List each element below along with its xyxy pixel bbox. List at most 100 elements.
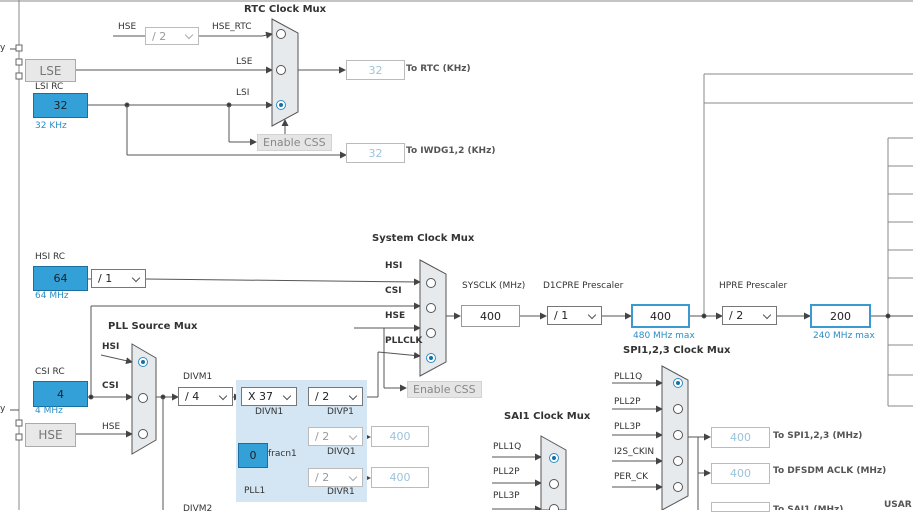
- spi-mux-perck-radio[interactable]: [673, 482, 683, 492]
- sai-mux-pll3p-radio[interactable]: [549, 504, 559, 510]
- spi-output: 400: [711, 427, 770, 448]
- dfsdm-output-label: To DFSDM ACLK (MHz): [773, 466, 887, 476]
- rtc-lsi-label: LSI: [236, 88, 250, 98]
- rtc-enable-css-button[interactable]: Enable CSS: [257, 134, 332, 151]
- hsi-rc-source[interactable]: 64: [33, 266, 88, 291]
- sai-input-pll3p: PLL3P: [493, 491, 520, 501]
- spi-mux-i2s-radio[interactable]: [673, 456, 683, 466]
- pll-mux-csi-radio[interactable]: [138, 393, 148, 403]
- divm1-label: DIVM1: [183, 372, 213, 382]
- spi-mux-pll2p-radio[interactable]: [673, 404, 683, 414]
- pll-mux-hsi-label: HSI: [102, 342, 120, 352]
- divq1-value: / 2: [315, 430, 330, 443]
- edge-text-top: y: [0, 43, 6, 53]
- usart-label: USAR: [884, 500, 912, 510]
- spi-input-pll3p: PLL3P: [614, 422, 641, 432]
- lse-source[interactable]: LSE: [25, 59, 76, 82]
- rtc-mux-title: RTC Clock Mux: [244, 4, 327, 15]
- fracn1-label: fracn1: [268, 449, 297, 459]
- d1-max-label: 480 MHz max: [633, 331, 695, 341]
- spi-input-i2s-ckin: I2S_CKIN: [614, 447, 655, 457]
- lsi-rc-source[interactable]: 32: [33, 93, 88, 118]
- sys-mux-hse-radio[interactable]: [426, 328, 436, 338]
- sys-mux-csi-radio[interactable]: [426, 303, 436, 313]
- pll-mux-hsi-radio[interactable]: [138, 357, 148, 367]
- sys-mux-pllclk-radio[interactable]: [426, 353, 436, 363]
- chevron-down-icon: [348, 391, 358, 400]
- divr1-select[interactable]: / 2: [308, 468, 363, 487]
- hse-wire-label: HSE: [102, 422, 121, 432]
- spi-mux-pll1q-radio[interactable]: [673, 378, 683, 388]
- to-rtc-label: To RTC (KHz): [406, 64, 471, 74]
- sai1-clock-mux-title: SAI1 Clock Mux: [504, 411, 591, 422]
- hpre-label: HPRE Prescaler: [719, 281, 788, 291]
- pll-mux-hse-radio[interactable]: [138, 429, 148, 439]
- sysclk-output: 400: [461, 305, 520, 327]
- pll1-label: PLL1: [244, 486, 266, 496]
- rtc-mux-hse-radio[interactable]: [276, 29, 286, 39]
- divn1-select[interactable]: X 37: [241, 387, 297, 406]
- d1cpre-value: / 1: [554, 309, 569, 322]
- hsi-divider-value: / 1: [98, 272, 113, 285]
- divp1-value: / 2: [315, 390, 330, 403]
- hse-rtc-divider[interactable]: / 2: [145, 27, 199, 45]
- divq1-output: 400: [371, 426, 429, 447]
- hpre-max-label: 240 MHz max: [813, 331, 875, 341]
- sys-mux-csi-label: CSI: [385, 286, 402, 296]
- divr1-value: / 2: [315, 471, 330, 484]
- d1cpre-label: D1CPRE Prescaler: [543, 281, 624, 291]
- sys-mux-pllclk-label: PLLCLK: [385, 336, 423, 346]
- chevron-down-icon: [184, 30, 194, 40]
- rtc-mux-lsi-radio[interactable]: [276, 100, 286, 110]
- sys-mux-hse-label: HSE: [385, 311, 406, 321]
- lsi-frequency: 32 KHz: [35, 121, 67, 131]
- divm1-select[interactable]: / 4: [178, 387, 233, 406]
- spi-input-per-ck: PER_CK: [614, 472, 649, 482]
- divr1-output: 400: [371, 467, 429, 488]
- hpre-value: / 2: [729, 309, 744, 322]
- sys-mux-hsi-radio[interactable]: [426, 278, 436, 288]
- d1cpre-select[interactable]: / 1: [547, 306, 602, 325]
- dfsdm-output: 400: [711, 463, 770, 484]
- edge-text-bottom: y: [0, 404, 6, 414]
- hpre-select[interactable]: / 2: [722, 306, 777, 325]
- sai-mux-pll1q-radio[interactable]: [549, 453, 559, 463]
- hsi-frequency: 64 MHz: [35, 291, 69, 301]
- pll-mux-csi-label: CSI: [102, 381, 119, 391]
- sai1-output-cut: [711, 502, 770, 512]
- chevron-down-icon: [348, 472, 358, 481]
- divq1-select[interactable]: / 2: [308, 427, 363, 446]
- sysclk-label: SYSCLK (MHz): [462, 281, 526, 291]
- fracn1-input[interactable]: 0: [238, 443, 268, 468]
- chevron-down-icon: [762, 310, 772, 319]
- csi-rc-label: CSI RC: [35, 367, 65, 377]
- system-clock-mux-title: System Clock Mux: [372, 233, 475, 244]
- divn1-value: X 37: [248, 390, 274, 403]
- rtc-mux-lse-radio[interactable]: [276, 65, 286, 75]
- hse-source[interactable]: HSE: [25, 423, 76, 447]
- d1cpre-output: 400: [631, 304, 690, 328]
- to-iwdg-output: 32: [346, 143, 405, 163]
- spi-output-label: To SPI1,2,3 (MHz): [773, 431, 863, 441]
- dfsdm-output-value: 400: [730, 467, 751, 480]
- spi-mux-pll3p-radio[interactable]: [673, 430, 683, 440]
- chevron-down-icon: [218, 391, 228, 400]
- divm1-value: / 4: [185, 390, 200, 403]
- sai-mux-pll2p-radio[interactable]: [549, 479, 559, 489]
- to-rtc-output: 32: [346, 60, 405, 80]
- rtc-hse-label: HSE: [118, 22, 137, 32]
- rtc-lse-label: LSE: [236, 57, 253, 67]
- divp1-select[interactable]: / 2: [308, 387, 363, 406]
- csi-rc-source[interactable]: 4: [33, 381, 88, 407]
- hsi-divider[interactable]: / 1: [91, 269, 146, 288]
- spi-clock-mux-title: SPI1,2,3 Clock Mux: [623, 345, 731, 356]
- to-iwdg-label: To IWDG1,2 (KHz): [406, 146, 496, 156]
- divp1-label: DIVP1: [327, 407, 354, 417]
- sai1-output-label: To SAI1 (MHz): [773, 505, 844, 510]
- divq1-label: DIVQ1: [327, 447, 356, 457]
- hse-rtc-label: HSE_RTC: [212, 22, 252, 32]
- sys-enable-css-button[interactable]: Enable CSS: [407, 381, 482, 398]
- hpre-output: 200: [810, 304, 871, 328]
- spi-input-pll2p: PLL2P: [614, 397, 641, 407]
- chevron-down-icon: [587, 310, 597, 319]
